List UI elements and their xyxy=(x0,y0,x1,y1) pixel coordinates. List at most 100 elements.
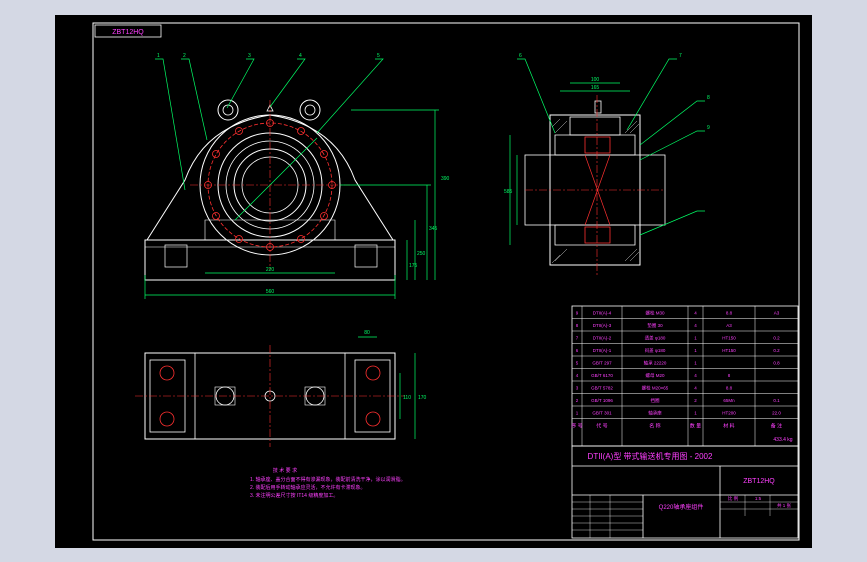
notes-line-3: 3. 未注明公差尺寸按 IT14 级精度加工。 xyxy=(250,492,338,499)
bom-cell: A3 xyxy=(774,311,780,316)
dim-side-a: 100 xyxy=(591,77,600,83)
bom-cell: 4 xyxy=(694,386,697,391)
dim-plan-c: 170 xyxy=(418,395,427,401)
side-section-view xyxy=(509,58,705,275)
dim-front-center-height: 345 xyxy=(429,226,438,232)
title-scale: 1:5 xyxy=(755,496,762,501)
leader-lines xyxy=(155,58,384,191)
bom-cell: 8 xyxy=(576,323,579,328)
part-label-5: 5 xyxy=(377,53,380,59)
dim-front-width: 560 xyxy=(266,289,275,295)
title-weight: 433.4 kg xyxy=(773,437,792,443)
dim-plan-a: 80 xyxy=(364,330,370,336)
part-label-1: 1 xyxy=(157,53,160,59)
bom-cell: 4 xyxy=(576,373,579,378)
bom-cell: 螺母 M20 xyxy=(645,372,665,379)
bom-cell: 5 xyxy=(576,361,579,366)
bom-cell: 1 xyxy=(576,411,579,416)
plan-dimensions xyxy=(358,336,416,439)
front-dimensions xyxy=(144,109,439,299)
bom-cell: 透盖 φ180 xyxy=(645,335,666,342)
bom-cell: 7 xyxy=(576,336,579,341)
bom-cell: HT150 xyxy=(722,348,736,353)
bom-cell: 6 xyxy=(576,348,579,353)
title-drawing-no: ZBT12HQ xyxy=(743,478,775,485)
bom-cell: 挡圈 xyxy=(651,397,660,404)
bom-cell: GB/T 301 xyxy=(592,411,612,416)
bom-cell: 8.8 xyxy=(726,311,733,316)
bom-cell: 2 xyxy=(576,398,579,403)
bom-cell: GB/T 297 xyxy=(592,361,612,366)
part-label-8: 8 xyxy=(707,95,710,101)
part-label-6: 6 xyxy=(519,53,522,59)
bom-cell: GB/T 6170 xyxy=(591,373,613,378)
bom-cell: 闷盖 φ180 xyxy=(645,347,666,354)
title-scale-label: 比 例 xyxy=(728,495,739,502)
bom-cell: 0.1 xyxy=(773,398,780,403)
bom-cell: 2 xyxy=(694,398,697,403)
bom-cell: 22.0 xyxy=(772,411,781,416)
bom-cell: 螺栓 M20×65 xyxy=(642,385,669,392)
bom-cell: DTII(A)-4 xyxy=(593,311,612,316)
bom-cell: 8 xyxy=(728,373,731,378)
bom-cell: 螺栓 M30 xyxy=(645,310,665,317)
front-view xyxy=(144,58,439,299)
bom-cell: 0.8 xyxy=(773,361,780,366)
part-label-3: 3 xyxy=(248,53,251,59)
dim-side-b: 165 xyxy=(591,85,600,91)
bom-header-cell: 名 称 xyxy=(649,423,660,430)
code-tag-text: ZBT12HQ xyxy=(112,29,144,36)
bom-cell: 轴承 22220 xyxy=(644,360,667,367)
dim-front-b: 175 xyxy=(409,263,418,269)
bom-cell: A3 xyxy=(726,323,732,328)
bom-cell: 1 xyxy=(694,348,697,353)
plan-view xyxy=(135,336,416,447)
title-part-name: Q220轴承座组件 xyxy=(659,503,704,511)
bom-cell: 垫圈 30 xyxy=(647,322,663,329)
bom-cell: DTII(A)-3 xyxy=(593,323,612,328)
dim-front-inner-width: 220 xyxy=(266,267,275,273)
side-dimensions xyxy=(509,82,630,245)
bom-cell: 9 xyxy=(576,311,579,316)
notes-line-2: 2. 装配后用手转动轴承应灵活，不允许有卡滞现象。 xyxy=(250,484,366,491)
bom-cell: 1 xyxy=(694,411,697,416)
bom-header-cell: 代 号 xyxy=(596,423,607,430)
bom-header-cell: 备 注 xyxy=(771,423,782,430)
title-series: DTII(A)型 带式输送机专用图 - 2002 xyxy=(588,451,713,461)
cad-drawing: ZBT12HQ xyxy=(92,22,800,541)
part-label-4: 4 xyxy=(299,53,302,59)
bom-cell: HT200 xyxy=(722,411,736,416)
part-label-9: 9 xyxy=(707,125,710,131)
dim-front-height: 390 xyxy=(441,176,450,182)
part-label-2: 2 xyxy=(183,53,186,59)
bom-header-cell: 材 料 xyxy=(723,423,734,430)
bom-cell: GB/T 5782 xyxy=(591,386,613,391)
bom-cell: 65Mn xyxy=(723,398,735,403)
bom-cell: GB/T 1096 xyxy=(591,398,613,403)
bom-cell: DTII(A)-1 xyxy=(593,348,612,353)
notes-title: 技 术 要 求 xyxy=(273,467,297,474)
code-tag-box xyxy=(94,24,162,38)
part-label-7: 7 xyxy=(679,53,682,59)
bom-cell: 3 xyxy=(576,386,579,391)
bom-header-cell: 序 号 xyxy=(571,423,582,430)
bom-cell: 0.2 xyxy=(773,336,780,341)
title-block xyxy=(571,445,799,539)
bom-cell: 1 xyxy=(694,336,697,341)
bom-cell: HT150 xyxy=(722,336,736,341)
bom-cell: 4 xyxy=(694,323,697,328)
title-sheet: 共 1 张 xyxy=(777,502,792,509)
bom-cell: 轴承座 xyxy=(648,410,662,417)
bom-cell: 1 xyxy=(694,361,697,366)
bom-cell: 4 xyxy=(694,373,697,378)
notes-line-1: 1. 轴承座、盖分合面不得有渗漏现象，装配前清洗干净，涂以润滑脂。 xyxy=(250,476,406,483)
bom-cell: DTII(A)-2 xyxy=(593,336,612,341)
inner-frame xyxy=(92,22,800,541)
bom-header-cell: 数 量 xyxy=(690,423,701,430)
dim-plan-b: 110 xyxy=(403,395,411,401)
bom-cell: 0.2 xyxy=(773,348,780,353)
dim-front-a: 250 xyxy=(417,251,426,257)
bom-cell: 8.8 xyxy=(726,386,733,391)
bom-cell: 4 xyxy=(694,311,697,316)
